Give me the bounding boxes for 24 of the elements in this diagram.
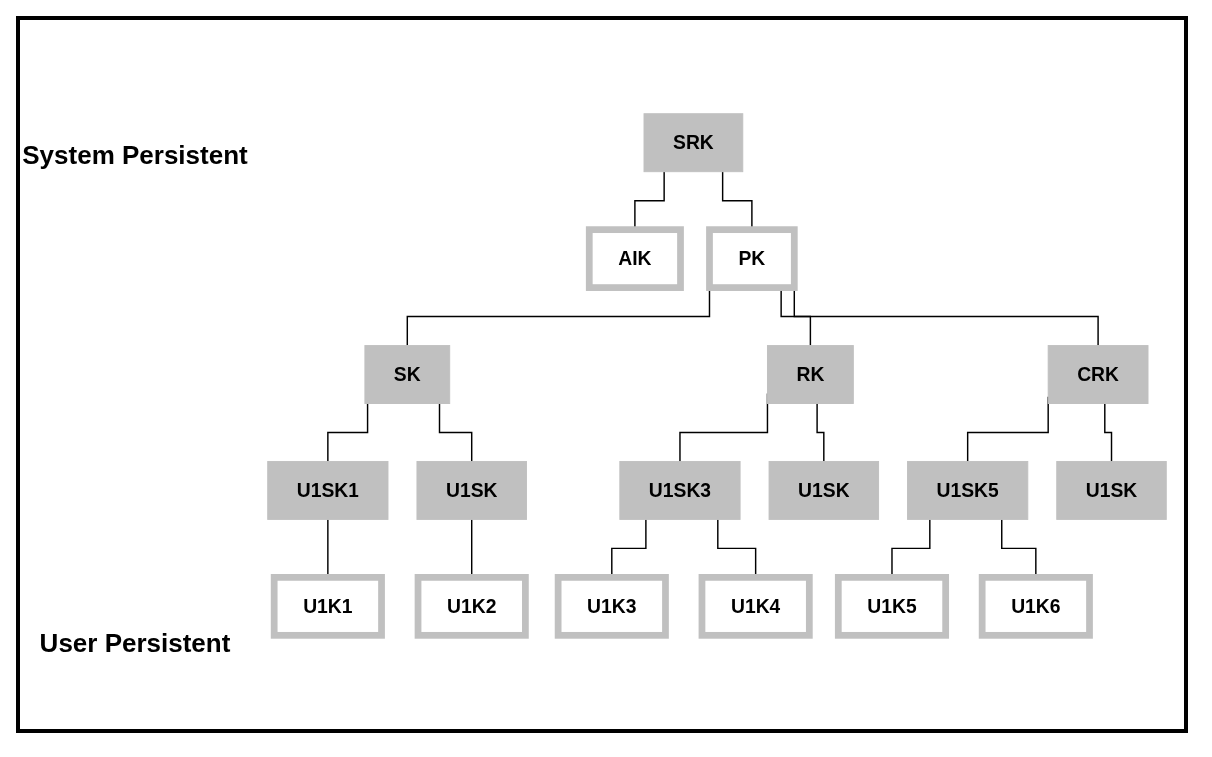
node-box: U1SK5 bbox=[907, 460, 1029, 520]
node-box: RK bbox=[766, 345, 854, 404]
layer-label: System Persistent bbox=[21, 140, 249, 171]
node-box: U1K6 bbox=[978, 573, 1093, 639]
node-box: U1K5 bbox=[834, 573, 950, 639]
layer-label: User Persistent bbox=[38, 628, 232, 659]
node-box: U1SK bbox=[768, 460, 880, 520]
node-box: U1K3 bbox=[554, 573, 669, 639]
node-box: U1SK bbox=[416, 460, 527, 520]
node-box: AIK bbox=[585, 226, 684, 291]
node-box: U1SK3 bbox=[619, 460, 741, 520]
node-box: U1SK bbox=[1056, 460, 1167, 520]
node-box: U1K4 bbox=[698, 573, 813, 639]
connector bbox=[438, 402, 473, 463]
node-box: U1K1 bbox=[270, 573, 385, 639]
node-box: SK bbox=[364, 345, 451, 404]
node-box: CRK bbox=[1047, 345, 1149, 404]
connector bbox=[1104, 402, 1113, 463]
node-box: U1K2 bbox=[414, 573, 529, 639]
node-box: PK bbox=[706, 226, 798, 291]
connector bbox=[327, 402, 369, 463]
node-box: U1SK1 bbox=[267, 460, 389, 520]
connector bbox=[816, 402, 825, 463]
node-box: SRK bbox=[643, 113, 744, 173]
